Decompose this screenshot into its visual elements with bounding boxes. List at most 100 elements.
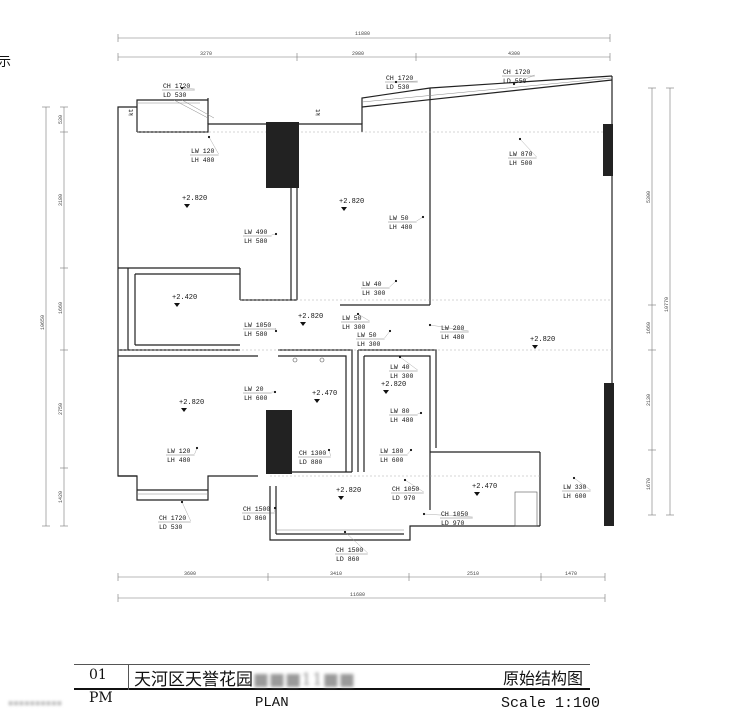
kt-label-2: kt [315, 109, 322, 116]
tag-line-2: LH 600 [380, 457, 404, 464]
tag-leader [208, 136, 219, 155]
tag-line-2: LH 580 [244, 331, 268, 338]
level-marker [341, 207, 347, 211]
dim-bottom-1: 3600 [184, 571, 196, 577]
room-level: +2.820 [530, 336, 555, 344]
tag-line-2: LH 500 [509, 160, 533, 167]
dim-right-2: 1660 [646, 322, 652, 334]
room-level: +2.470 [472, 483, 497, 491]
sheet-code: PM [89, 690, 113, 706]
level-marker [300, 322, 306, 326]
tag-line-2: LH 300 [342, 324, 366, 331]
room-level: +2.820 [179, 399, 204, 407]
tag-dot [428, 323, 432, 327]
walls [117, 75, 613, 541]
fixture-sink [514, 491, 538, 527]
drawing-title-cn: 原始结构图 [503, 669, 584, 688]
tag-line-1: LW 120 [167, 448, 191, 455]
tag-dot [274, 232, 278, 236]
project-suffix: ■■■11■■ [253, 670, 355, 690]
tag-dot [403, 478, 407, 482]
tag-dot [518, 137, 522, 141]
room-level: +2.820 [339, 198, 364, 206]
tag-leader [429, 324, 469, 332]
opening-tag: LW 870 LH 500 [508, 137, 537, 167]
dim-left-1: 530 [58, 115, 64, 124]
tag-leader [423, 513, 473, 518]
tag-line-1: LW 330 [563, 484, 587, 491]
corner-char: 示 [0, 55, 11, 70]
opening-tag: LW 50 LH 300 [341, 312, 370, 331]
tag-line-1: LW 180 [380, 448, 404, 455]
tag-leader [513, 74, 535, 85]
opening-tag: LW 180 LH 600 [379, 448, 413, 464]
room-level: +2.820 [298, 313, 323, 321]
tag-leader [389, 280, 397, 288]
tag-line-1: LW 50 [342, 315, 362, 322]
tag-line-1: LW 50 [389, 215, 409, 222]
tag-leader [519, 138, 537, 158]
tag-line-2: LH 480 [389, 224, 413, 231]
tag-line-2: LD 880 [299, 459, 323, 466]
level-marker [174, 303, 180, 307]
tag-line-2: LH 600 [563, 493, 587, 500]
room-levels: +2.820 +2.820 +2.820 +2.420 +2.820 +2.82… [172, 195, 555, 500]
tag-leader [181, 87, 195, 90]
tag-dot [388, 329, 392, 333]
opening-tag: CH 1050 LD 970 [391, 478, 424, 502]
level-marker [181, 408, 187, 412]
kt-label-1: kt [128, 109, 135, 116]
level-marker [474, 492, 480, 496]
tag-dot [422, 512, 426, 516]
tag-dot [273, 390, 277, 394]
dim-top-3: 4300 [508, 51, 520, 57]
tag-line-1: CH 1050 [392, 486, 419, 493]
tag-line-2: LD 860 [336, 556, 360, 563]
level-marker [532, 345, 538, 349]
fixture-1 [292, 357, 298, 363]
tag-line-2: LD 970 [392, 495, 416, 502]
tag-line-1: CH 1500 [336, 547, 363, 554]
tag-line-1: LW 40 [362, 281, 382, 288]
tag-dot [572, 476, 576, 480]
dim-right-total: 10770 [664, 297, 670, 312]
level-marker [184, 204, 190, 208]
dim-left-3: 1660 [58, 302, 64, 314]
tag-line-2: LD 530 [386, 84, 410, 91]
dim-bottom-2: 3410 [330, 571, 342, 577]
tag-line-1: CH 1720 [503, 69, 530, 76]
tag-line-1: LW 870 [509, 151, 533, 158]
dim-left-2: 3180 [58, 194, 64, 206]
tag-dot [180, 500, 184, 504]
tag-line-2: LH 300 [357, 341, 381, 348]
dim-top-1: 3270 [200, 51, 212, 57]
dim-bottom-3: 2510 [467, 571, 479, 577]
tag-line-1: CH 1500 [243, 506, 270, 513]
column-right-bottom [604, 383, 614, 526]
sheet-number: 01 [89, 667, 107, 683]
dim-left-total: 10650 [40, 315, 46, 330]
tag-dot [409, 448, 413, 452]
tag-dot [419, 411, 423, 415]
fixture-2 [319, 357, 325, 363]
tag-dot [512, 82, 516, 86]
tag-dot [394, 279, 398, 283]
tag-line-1: LW 50 [357, 332, 377, 339]
room-level: +2.420 [172, 294, 197, 302]
tag-line-2: LH 300 [390, 373, 414, 380]
tag-line-2: LD 530 [159, 524, 183, 531]
column-right-top [603, 124, 613, 176]
